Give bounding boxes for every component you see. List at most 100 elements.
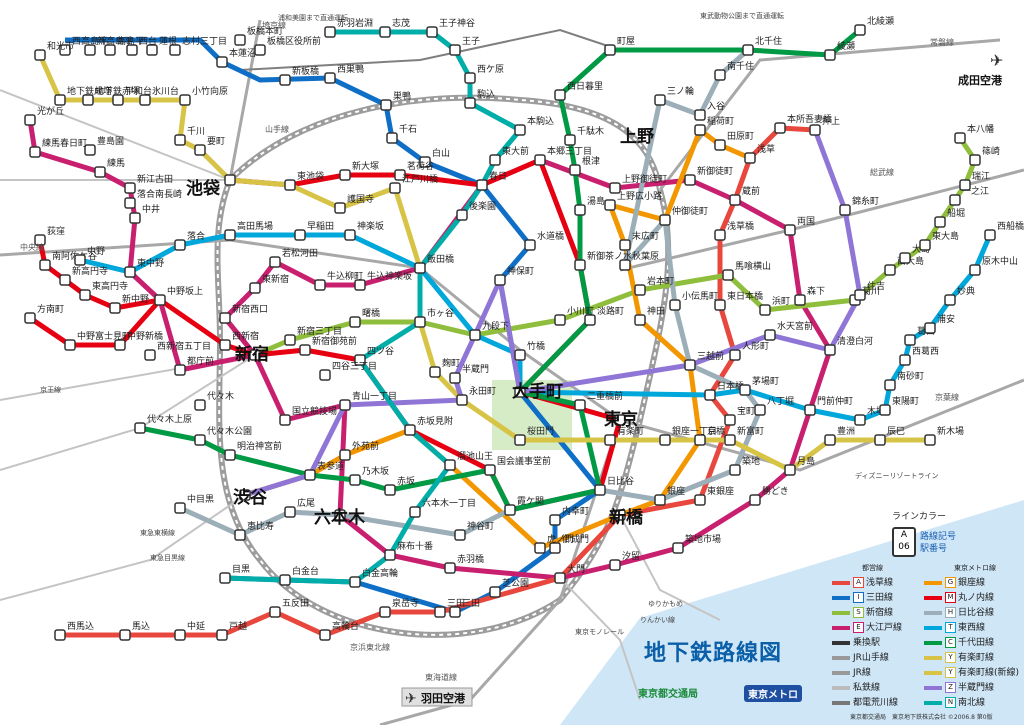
station-134[interactable]: 淡路町 [584, 305, 624, 326]
station-188[interactable]: 東池袋 [284, 170, 324, 191]
station-110[interactable]: 国会議事堂前 [484, 455, 551, 476]
station-39[interactable]: 国立競技場 [279, 405, 337, 426]
station-165[interactable]: 竹橋 [514, 340, 545, 361]
station-44[interactable]: 大門 [554, 563, 585, 584]
station-76[interactable]: 人形町 [729, 340, 769, 361]
station-114[interactable]: 明治神宮前 [224, 440, 282, 461]
station-161[interactable]: 落合 [174, 230, 205, 251]
station-117[interactable] [239, 489, 251, 501]
station-173[interactable]: 妙典 [944, 285, 975, 306]
station-70[interactable]: 三田 [434, 598, 465, 618]
station-19[interactable]: 内幸町 [549, 505, 589, 526]
station-155[interactable]: 恵比寿 [234, 520, 274, 541]
station-34[interactable]: 中野坂上 [154, 285, 203, 306]
station-28[interactable]: 豊島園 [84, 135, 124, 156]
station-59[interactable]: 牛込柳町 [314, 270, 363, 291]
station-210[interactable]: 駒込 [464, 88, 495, 109]
station-200[interactable]: 半蔵門 [449, 363, 489, 384]
station-21[interactable]: 芝公園 [489, 577, 529, 598]
hub-otemachi[interactable]: 大手町 [512, 381, 563, 402]
station-108[interactable]: 二重橋前 [574, 390, 623, 411]
station-184[interactable]: 氷川台 [139, 85, 179, 106]
hub-shimbashi[interactable]: 新橋 [609, 507, 644, 528]
station-15[interactable]: 水道橋 [524, 230, 564, 251]
station-131[interactable]: 茗荷谷 [394, 161, 434, 181]
station-162[interactable]: 高田馬場 [224, 220, 273, 241]
station-128[interactable]: 稲荷町 [694, 115, 734, 136]
station-11[interactable]: 巣鴨 [380, 90, 411, 111]
station-185[interactable]: 小竹向原 [179, 85, 228, 106]
station-181[interactable]: 地下鉄成増 [54, 85, 112, 106]
station-129[interactable]: 田原町 [714, 131, 754, 151]
station-92[interactable]: 住吉 [854, 280, 885, 301]
station-7[interactable]: 板橋本町 [234, 25, 283, 46]
station-186[interactable]: 千川 [174, 126, 205, 146]
station-180[interactable]: 和光市 [34, 40, 74, 61]
station-179[interactable]: 北綾瀬 [854, 15, 894, 36]
station-86[interactable]: 九段下 [469, 320, 509, 341]
station-33[interactable]: 東中野 [124, 257, 164, 278]
station-135[interactable] [614, 414, 626, 426]
station-109[interactable]: 霞ケ関 [504, 496, 544, 516]
station-201[interactable]: 水天宮前 [764, 320, 813, 341]
station-88[interactable]: 岩本町 [634, 275, 674, 296]
station-30[interactable]: 新江古田 [124, 173, 173, 194]
station-204[interactable]: 錦糸町 [839, 195, 879, 216]
station-81[interactable]: 本所吾妻橋 [774, 113, 832, 134]
station-20[interactable]: 御成門 [549, 533, 589, 554]
station-50[interactable]: 清澄白河 [824, 335, 873, 356]
station-126[interactable]: 末広町 [619, 230, 659, 251]
hub-ueno[interactable]: 上野 [620, 127, 654, 147]
station-159[interactable]: 南千住 [714, 60, 754, 81]
station-196[interactable]: 新富町 [724, 425, 764, 446]
station-208[interactable]: 赤羽岩淵 [324, 17, 373, 38]
station-156[interactable]: 中目黒 [174, 493, 214, 514]
station-142[interactable]: 方南町 [24, 303, 64, 324]
hub-roppongi[interactable]: 六本木 [314, 507, 366, 528]
station-1[interactable]: 新高島平 [84, 35, 133, 56]
station-22[interactable]: 三田 [449, 598, 480, 618]
station-191[interactable]: 麹町 [429, 357, 460, 378]
station-116[interactable]: 代々木上原 [134, 413, 192, 434]
station-47[interactable]: 勝どき [749, 485, 789, 506]
station-127[interactable]: 上野広小路 [604, 190, 662, 211]
station-192[interactable]: 永田町 [456, 385, 496, 406]
station-78[interactable]: 浅草橋 [714, 220, 754, 241]
station-62[interactable]: 新宿西口 [219, 303, 268, 324]
station-36[interactable]: 都庁前 [174, 355, 214, 376]
station-107[interactable]: 新御茶ノ水 [574, 250, 632, 271]
station-133[interactable] [224, 174, 236, 186]
station-38[interactable]: 代々木 [194, 390, 234, 411]
station-5[interactable]: 志村三丁目 [169, 35, 227, 56]
station-77[interactable]: 東日本橋 [714, 290, 763, 311]
station-43[interactable]: 赤羽橋 [444, 553, 484, 574]
station-176[interactable]: 千駄木 [564, 125, 604, 146]
hub-shibuya[interactable]: 渋谷 [233, 487, 268, 508]
station-174[interactable]: 原木中山 [969, 255, 1018, 276]
station-53[interactable]: 蔵前 [729, 185, 760, 206]
station-151[interactable]: 八丁堀 [754, 396, 794, 416]
station-63[interactable]: 西馬込 [54, 621, 94, 641]
station-18[interactable]: 日比谷 [594, 475, 634, 496]
station-85[interactable]: 市ヶ谷 [414, 307, 454, 328]
station-172[interactable]: 浦安 [924, 313, 955, 334]
station-96[interactable]: 船堀 [934, 207, 965, 228]
station-190[interactable]: 江戸川橋 [389, 173, 438, 194]
station-48[interactable]: 月島 [784, 455, 815, 476]
station-206[interactable]: 王子神谷 [426, 17, 475, 38]
station-145[interactable]: 新高円寺 [59, 265, 108, 286]
station-105[interactable]: 根津 [569, 155, 600, 176]
airport-narita[interactable]: ✈ 成田空港 [958, 51, 1003, 87]
hub-shinjuku[interactable]: 新宿 [235, 344, 269, 365]
station-24[interactable]: 白金台 [279, 565, 319, 586]
station-75[interactable]: 日本橋 [704, 380, 744, 401]
station-154[interactable]: 広尾 [284, 497, 315, 518]
station-82[interactable]: 押上 [809, 115, 840, 136]
station-157[interactable]: 三ノ輪 [654, 85, 694, 106]
station-0[interactable]: 西高島平 [59, 35, 108, 56]
station-153[interactable]: 神谷町 [454, 520, 494, 541]
station-13[interactable]: 白山 [419, 147, 450, 168]
station-125[interactable]: 神田 [634, 305, 665, 326]
station-182[interactable]: 地下鉄赤塚 [82, 85, 140, 106]
station-194[interactable]: 有楽町 [604, 425, 644, 446]
